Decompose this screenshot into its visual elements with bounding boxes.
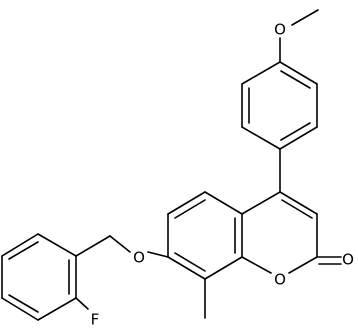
- ch2-aryl-bond: [75, 235, 111, 257]
- ether-oxygen-label: O: [133, 249, 145, 267]
- ring-oxygen-label: O: [274, 271, 286, 289]
- ring-bond: [241, 61, 281, 85]
- carbonyl-oxygen-label: O: [342, 251, 354, 269]
- ring-bond: [241, 126, 281, 150]
- ring-bond: [1, 233, 39, 257]
- methoxyphenyl-group: [241, 9, 319, 150]
- ring-double-bond: [8, 241, 39, 260]
- o1-c8a-bond: [241, 256, 272, 274]
- ring-bond: [37, 233, 77, 257]
- ring-bond: [37, 297, 77, 321]
- ring-bond: [167, 256, 206, 280]
- ring-double-bond: [280, 122, 311, 141]
- ring-bond: [204, 256, 243, 280]
- ring-bond: [167, 191, 206, 215]
- fluorobenzyloxy-group: [1, 233, 169, 321]
- fluorine-label: F: [91, 311, 100, 329]
- c2-o1-bond: [288, 256, 318, 274]
- ring-bond: [241, 191, 281, 215]
- c-f-bond: [75, 297, 89, 310]
- ring-double-bond: [281, 199, 313, 219]
- ring-double-bond: [280, 70, 311, 89]
- ring-bond: [204, 191, 243, 215]
- pyranone-ring: [241, 191, 342, 274]
- o-ch2-bond: [109, 235, 131, 253]
- ring-bond: [279, 126, 318, 150]
- ring-bond: [1, 297, 39, 321]
- ring-double-bond: [8, 294, 39, 313]
- ring-double-bond: [174, 199, 206, 219]
- methyl-o-bond: [291, 9, 319, 26]
- methoxy-oxygen-label: O: [274, 21, 286, 39]
- ring-double-bond: [174, 252, 206, 272]
- ring-bond: [279, 61, 318, 85]
- benzo-ring: [167, 191, 243, 319]
- ring-bond: [279, 191, 318, 215]
- c7-o-bond: [147, 251, 169, 258]
